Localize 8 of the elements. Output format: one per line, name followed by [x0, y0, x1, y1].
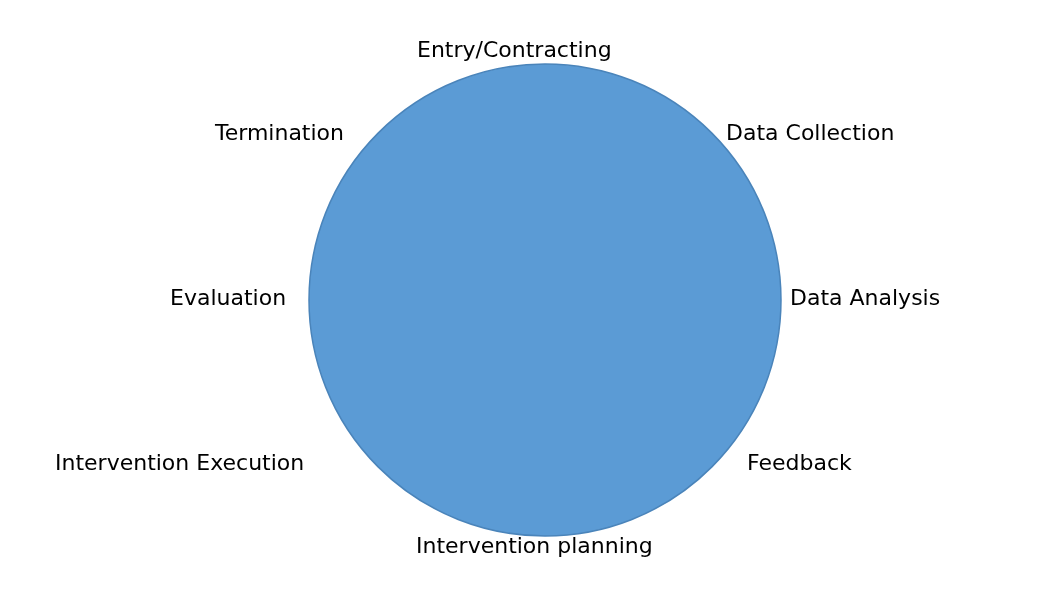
stage-label: Evaluation [170, 285, 287, 311]
stage-label: Data Analysis [790, 285, 941, 311]
stage-label: Termination [215, 120, 344, 146]
stage-label: Data Collection [726, 120, 895, 146]
stage-label: Feedback [747, 450, 852, 476]
stage-label: Intervention Execution [55, 450, 305, 476]
stage-label: Entry/Contracting [417, 37, 612, 63]
stage-label: Intervention planning [416, 533, 653, 559]
